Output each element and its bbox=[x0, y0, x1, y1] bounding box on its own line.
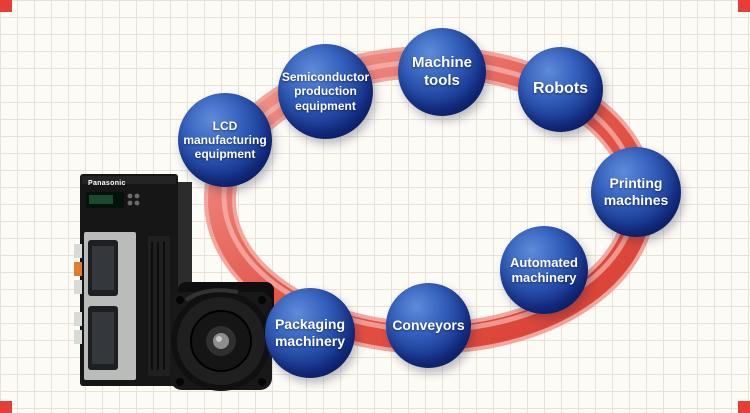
corner-mark bbox=[738, 401, 750, 413]
corner-mark bbox=[0, 0, 12, 12]
corner-mark bbox=[738, 0, 750, 12]
node-label: Robots bbox=[532, 80, 589, 98]
node-label: Semiconductor production equipment bbox=[281, 70, 370, 113]
servo-drive-brand: Panasonic bbox=[88, 180, 126, 187]
node-label: Automated machinery bbox=[510, 254, 578, 285]
servo-motor-image bbox=[170, 282, 274, 391]
node-machine-tools: Machine tools bbox=[398, 28, 486, 116]
node-packaging-machinery: Packaging machinery bbox=[265, 288, 355, 378]
node-printing-machines: Printing machines bbox=[591, 147, 681, 237]
node-conveyors: Conveyors bbox=[386, 283, 471, 368]
node-label: Machine tools bbox=[411, 54, 472, 89]
corner-mark bbox=[0, 401, 12, 413]
node-label: Packaging machinery bbox=[274, 316, 346, 349]
node-lcd-manufacturing-equipment: LCD manufacturing equipment bbox=[178, 93, 272, 187]
node-label: LCD manufacturing equipment bbox=[183, 118, 267, 162]
node-automated-machinery: Automated machinery bbox=[500, 226, 588, 314]
node-label: Conveyors bbox=[392, 317, 465, 334]
node-semiconductor-production-equipment: Semiconductor production equipment bbox=[278, 44, 373, 139]
node-label: Printing machines bbox=[603, 175, 669, 208]
node-robots: Robots bbox=[518, 47, 603, 132]
